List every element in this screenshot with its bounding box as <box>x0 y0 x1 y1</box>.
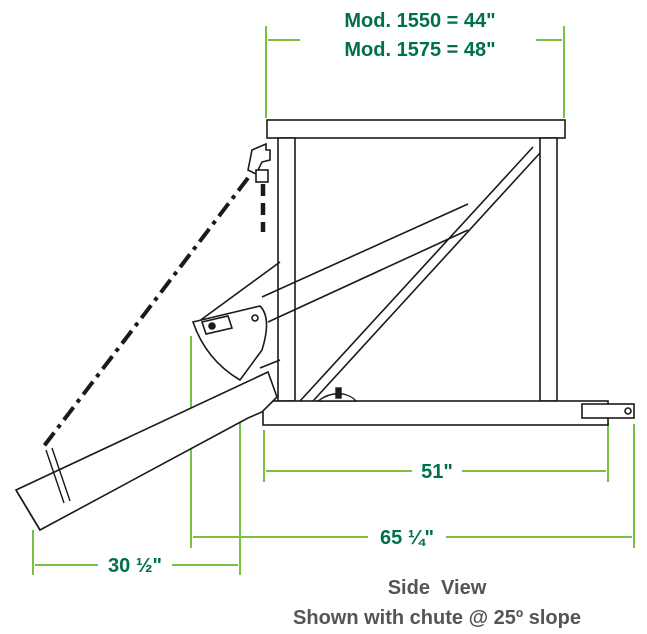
hopper-frame <box>262 119 635 426</box>
hitch-tube <box>581 403 635 419</box>
top-width-label-1575: Mod. 1575 = 48" <box>344 39 495 61</box>
back-post <box>277 137 296 402</box>
adjusting-chain <box>42 176 266 448</box>
chute-handle <box>45 447 71 504</box>
base-length-dimension <box>263 422 609 482</box>
caption: Side View Shown with chute @ 25º slope <box>293 577 581 629</box>
diagonal-brace <box>299 146 541 402</box>
front-post <box>539 137 558 402</box>
base-rail <box>262 400 609 426</box>
chute-pivot-plate <box>191 305 268 382</box>
overall-length-label: 65 ¼" <box>380 527 434 549</box>
chute-length-label: 30 ½" <box>108 555 162 577</box>
hitch-pin-hole <box>624 407 632 415</box>
top-rim <box>266 119 566 139</box>
gate-latch <box>315 387 358 402</box>
caption-title: Side View <box>388 577 487 599</box>
caption-subtitle: Shown with chute @ 25º slope <box>293 607 581 629</box>
top-width-label-1550: Mod. 1550 = 44" <box>344 10 495 32</box>
discharge-chute <box>14 261 281 532</box>
base-length-label: 51" <box>421 461 453 483</box>
dimension-labels: Mod. 1550 = 44" Mod. 1575 = 48" 51" 65 ¼… <box>108 10 496 577</box>
overall-length-dimension <box>190 336 635 548</box>
hopper-funnel-wall <box>261 203 469 323</box>
chain-hook-bracket <box>247 142 271 183</box>
top-width-dimension <box>265 26 565 118</box>
